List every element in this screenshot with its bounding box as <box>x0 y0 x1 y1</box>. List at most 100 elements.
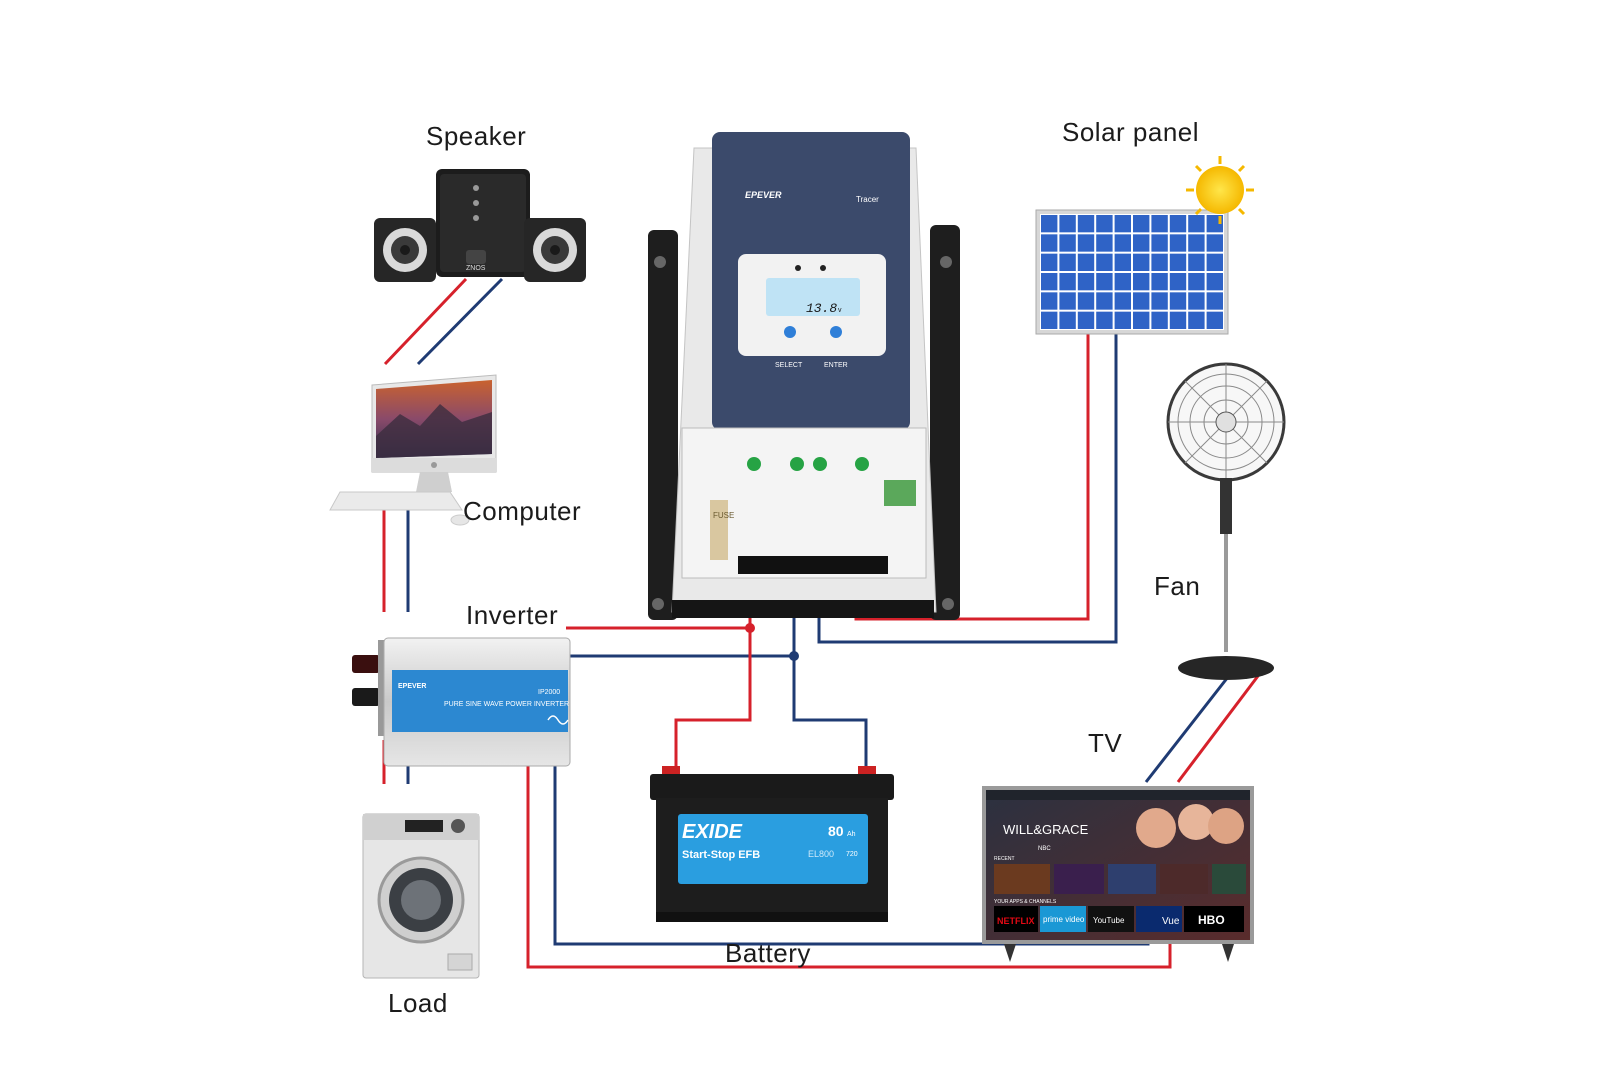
fan-device <box>1166 362 1286 680</box>
solar-cell <box>1077 273 1095 291</box>
solar-cell <box>1133 273 1150 291</box>
tv-app-prime: prime video <box>1043 915 1085 924</box>
controller-fuse-label: FUSE <box>713 511 734 520</box>
solar-cell <box>1041 253 1058 271</box>
solar-cell <box>1096 234 1113 252</box>
solar-cell <box>1206 234 1223 252</box>
tv-show-title: WILL&GRACE <box>1003 822 1089 837</box>
tv-app-vue: Vue <box>1162 916 1180 927</box>
load-label: Load <box>388 988 448 1018</box>
tv-app-hbo: HBO <box>1198 913 1225 927</box>
solar-cell <box>1077 253 1095 271</box>
solar-cell <box>1206 253 1223 271</box>
speaker-negative-wire <box>416 277 504 366</box>
solar-cell <box>1133 292 1150 310</box>
controller-model: Tracer <box>856 195 879 204</box>
solar-cell <box>1096 253 1113 271</box>
inverter-brand: EPEVER <box>398 683 426 690</box>
solar-cell <box>1096 311 1113 329</box>
solar-cell <box>1188 311 1205 329</box>
inverter-model: IP2000 <box>538 689 560 696</box>
solar-cell <box>1169 292 1187 310</box>
controller-select-label: SELECT <box>775 362 803 369</box>
speaker-positive-wire <box>383 277 468 366</box>
controller-brand: EPEVER <box>745 190 782 200</box>
solar-cell <box>1096 292 1113 310</box>
solar-cell <box>1151 273 1168 291</box>
controller-enter-label: ENTER <box>824 362 848 369</box>
solar-cell <box>1169 253 1187 271</box>
solar-cell <box>1114 253 1131 271</box>
battery-brand: EXIDE <box>682 821 743 843</box>
solar-cell <box>1041 311 1058 329</box>
tv-network: NBC <box>1038 846 1051 852</box>
charge-controller-device: EPEVER Tracer 13.8 v SELECT ENTER FUSE <box>648 132 960 620</box>
solar-cell <box>1169 273 1187 291</box>
solar-panel-device <box>1035 156 1254 335</box>
fan-positive-wire <box>1176 667 1266 783</box>
controller-display-unit: v <box>838 307 842 314</box>
solar-cell <box>1114 292 1131 310</box>
battery-capacity: 80 <box>828 823 844 839</box>
tv-row-label: RECENT <box>994 856 1015 862</box>
solar-cell <box>1133 234 1150 252</box>
solar-cell <box>1059 253 1076 271</box>
solar-cell <box>1188 234 1205 252</box>
inverter-label: Inverter <box>466 600 558 630</box>
solar-cell <box>1041 273 1058 291</box>
solar-cell <box>1151 253 1168 271</box>
solar-cell <box>1169 234 1187 252</box>
solar-cell <box>1114 273 1131 291</box>
solar-cell <box>1169 311 1187 329</box>
controller-display-value: 13.8 <box>806 301 837 316</box>
solar-cell <box>1151 292 1168 310</box>
fan-negative-wire <box>1144 667 1237 783</box>
inverter-description: PURE SINE WAVE POWER INVERTER <box>444 701 569 708</box>
solar-panel-label: Solar panel <box>1062 117 1199 147</box>
solar-cell <box>1096 273 1113 291</box>
battery-line: Start-Stop EFB <box>682 849 760 861</box>
solar-cell <box>1188 273 1205 291</box>
solar-cell <box>1133 311 1150 329</box>
speaker-device: ZNOS <box>374 169 586 282</box>
battery-capacity-unit: Ah <box>847 831 856 838</box>
solar-cell <box>1133 215 1150 233</box>
positive-junction <box>745 623 755 633</box>
solar-cell <box>1096 215 1113 233</box>
battery-label: Battery <box>725 938 811 968</box>
solar-cell <box>1059 311 1076 329</box>
solar-cell <box>1114 311 1131 329</box>
solar-cell <box>1041 234 1058 252</box>
solar-cell <box>1077 215 1095 233</box>
solar-cell <box>1077 311 1095 329</box>
washing-machine-device <box>362 813 480 979</box>
solar-cell <box>1169 215 1187 233</box>
solar-cell <box>1206 311 1223 329</box>
solar-cell <box>1188 253 1205 271</box>
solar-cell <box>1133 253 1150 271</box>
battery-cca: 720 <box>846 851 858 858</box>
solar-cell <box>1059 292 1076 310</box>
solar-cell <box>1188 292 1205 310</box>
solar-cell <box>1151 234 1168 252</box>
solar-cell <box>1059 215 1076 233</box>
computer-label: Computer <box>463 496 581 526</box>
solar-cell <box>1041 292 1058 310</box>
tv-device: WILL&GRACE NBC RECENT YOUR APPS & CHANNE… <box>982 786 1254 962</box>
solar-cell <box>1206 292 1223 310</box>
solar-cell <box>1188 215 1205 233</box>
solar-cells <box>1041 215 1223 329</box>
solar-cell <box>1114 215 1131 233</box>
solar-cell <box>1059 273 1076 291</box>
tv-app-youtube: YouTube <box>1093 916 1125 925</box>
solar-cell <box>1151 311 1168 329</box>
solar-cell <box>1059 234 1076 252</box>
inverter-device: EPEVER IP2000 PURE SINE WAVE POWER INVER… <box>352 637 571 767</box>
tv-app-netflix: NETFLIX <box>997 916 1035 926</box>
speaker-brand: ZNOS <box>466 265 486 272</box>
computer-device <box>329 374 497 526</box>
solar-cell <box>1151 215 1168 233</box>
tv-apps-label: YOUR APPS & CHANNELS <box>994 899 1057 905</box>
solar-cell <box>1077 234 1095 252</box>
